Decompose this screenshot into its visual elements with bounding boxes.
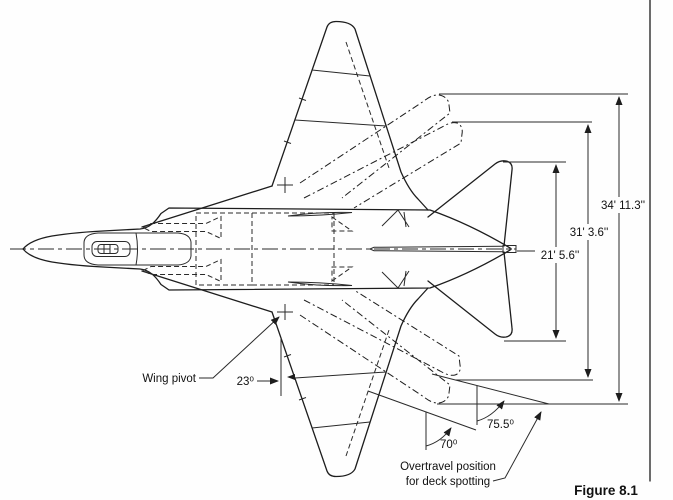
wing-spread-lower <box>271 287 429 478</box>
horizontal-stabilizer-upper <box>427 160 513 247</box>
angle-70-label: 70⁰ <box>440 439 458 451</box>
vertical-tail-lower <box>381 270 410 289</box>
wing-pivot-callout <box>199 316 280 379</box>
wing-pivot-marker-upper <box>277 177 293 193</box>
overtravel-label-line2: for deck spotting <box>406 476 490 488</box>
wing-spread-upper <box>271 20 429 211</box>
angle-23-annotation <box>257 337 295 396</box>
overtravel-label-line1: Overtravel position <box>400 461 496 473</box>
fuselage <box>22 185 517 313</box>
tail-hook-fairing <box>502 245 517 253</box>
angle-23-label: 23⁰ <box>237 376 255 388</box>
angle-70-annotation <box>425 412 452 450</box>
extension-lines <box>437 93 628 405</box>
sweep-75-reference-line <box>431 373 550 405</box>
vertical-tail-upper <box>381 209 410 228</box>
wing-swept-positions <box>299 94 550 431</box>
dimension-label-31ft: 31' 3.6'' <box>570 227 609 239</box>
overtravel-callout <box>492 411 542 482</box>
dimension-label-34ft: 34' 11.3'' <box>601 200 645 212</box>
angle-75-label: 75.5⁰ <box>487 419 514 431</box>
horizontal-stabilizer-lower <box>427 251 513 338</box>
wing-pivot-marker-lower <box>277 304 293 320</box>
angle-75-annotation <box>476 386 505 425</box>
sweep-70-reference-line <box>367 390 477 431</box>
cockpit-canopy <box>83 232 192 266</box>
internal-structure-dashed <box>141 211 354 287</box>
missile-outline-upper <box>141 215 222 240</box>
wing-pivot-label: Wing pivot <box>142 373 196 385</box>
missile-outline-lower <box>141 258 222 283</box>
figure-caption: Figure 8.1 <box>574 483 638 498</box>
dimension-label-21ft: 21' 5.6'' <box>541 250 580 262</box>
